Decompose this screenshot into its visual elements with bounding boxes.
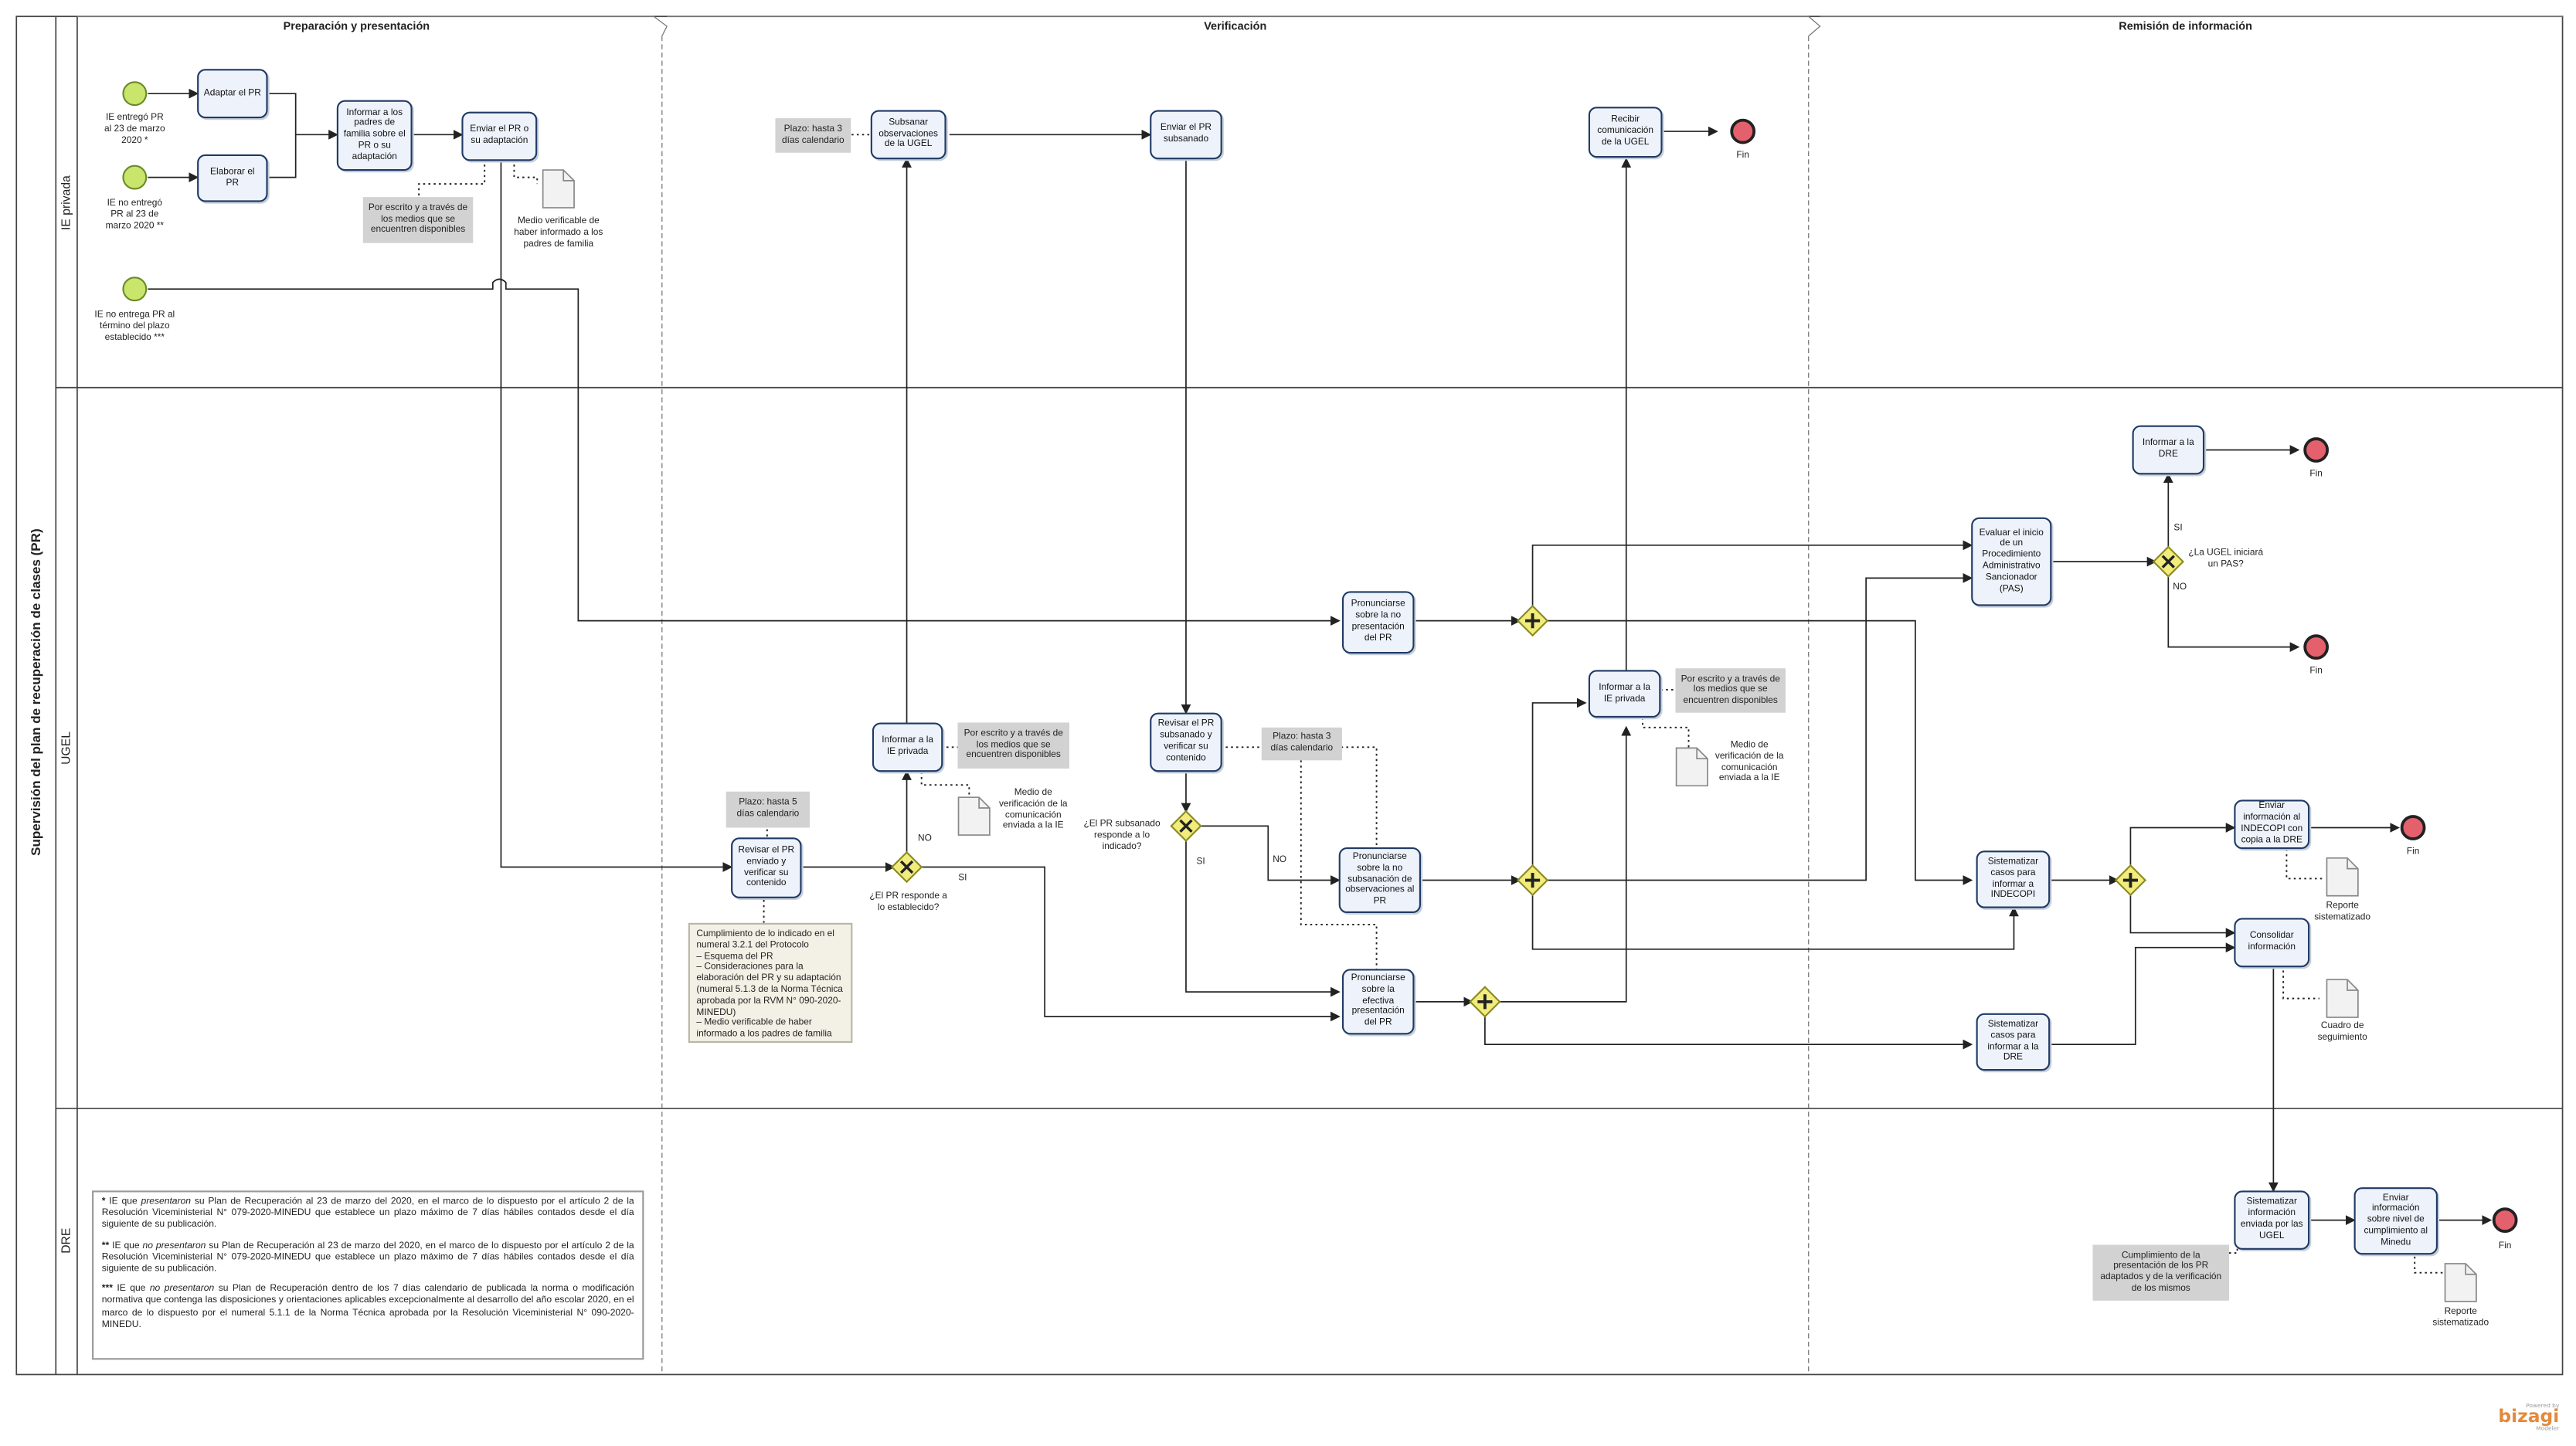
annotation-cumplimiento-protocolo: Cumplimiento de lo indicado en el numera… bbox=[688, 922, 853, 1044]
document-label-medio-com-1: Medio de verificación de la comunicación… bbox=[998, 788, 1068, 832]
end-event-1 bbox=[1730, 118, 1756, 144]
annotation-por-escrito-1: Por escrito y a través de los medios que… bbox=[362, 197, 474, 243]
gateway-g1-si: SI bbox=[958, 874, 967, 884]
document-icon bbox=[2444, 1263, 2477, 1302]
document-label-medio-padres: Medio verificable de haber informado a l… bbox=[514, 216, 603, 249]
phase-remision: Remisión de información bbox=[2119, 21, 2252, 33]
task-adaptar-pr[interactable]: Adaptar el PR bbox=[197, 69, 268, 119]
end-label-2: Fin bbox=[2309, 470, 2323, 480]
lane-label-dre: DRE bbox=[58, 1227, 73, 1254]
task-informar-dre[interactable]: Informar a la DRE bbox=[2132, 425, 2205, 475]
task-informar-ie-1[interactable]: Informar a la IE privada bbox=[872, 722, 943, 772]
start-label-1: IE entregó PR al 23 de marzo 2020 * bbox=[104, 113, 165, 146]
end-label-1: Fin bbox=[1736, 151, 1749, 161]
task-sistematizar-dre[interactable]: Sistematizar casos para informar a la DR… bbox=[1976, 1013, 2051, 1071]
associations bbox=[418, 134, 2445, 1274]
footnote-1: * IE que presentaron su Plan de Recupera… bbox=[101, 1197, 634, 1231]
task-consolidar[interactable]: Consolidar información bbox=[2234, 918, 2310, 968]
task-recibir-comunicacion[interactable]: Recibir comunicación de la UGEL bbox=[1588, 107, 1663, 158]
task-enviar-subsanado[interactable]: Enviar el PR subsanado bbox=[1150, 110, 1222, 160]
document-icon bbox=[2326, 857, 2359, 897]
gateway-g1-question: ¿El PR responde a lo establecido? bbox=[869, 891, 947, 913]
gateway-g1-no: NO bbox=[918, 834, 932, 844]
start-label-2: IE no entregó PR al 23 de marzo 2020 ** bbox=[105, 199, 165, 231]
end-label-3: Fin bbox=[2309, 667, 2323, 677]
gateway-g3-no: NO bbox=[2173, 582, 2187, 593]
end-event-3 bbox=[2303, 634, 2330, 660]
task-pronunciarse-no-presentacion[interactable]: Pronunciarse sobre la no presentación de… bbox=[1341, 591, 1415, 654]
document-icon bbox=[542, 169, 575, 209]
start-label-3: IE no entrega PR al término del plazo es… bbox=[94, 310, 175, 343]
task-sistematizar-ugel[interactable]: Sistematizar información enviada por las… bbox=[2234, 1190, 2310, 1250]
document-icon bbox=[957, 796, 991, 836]
task-revisar-pr[interactable]: Revisar el PR enviado y verificar su con… bbox=[731, 837, 802, 898]
lane-label-ugel: UGEL bbox=[58, 731, 73, 765]
phase-headers bbox=[76, 15, 2563, 37]
document-icon bbox=[2326, 979, 2359, 1018]
annotation-plazo3-2: Plazo: hasta 3 días calendario bbox=[1261, 727, 1342, 761]
end-label-5: Fin bbox=[2498, 1241, 2512, 1252]
footnote-3: *** IE que no presentaron su Plan de Rec… bbox=[101, 1284, 634, 1330]
phase-separators bbox=[661, 36, 1810, 1375]
task-pronunciarse-no-subsanacion[interactable]: Pronunciarse sobre la no subsanación de … bbox=[1338, 847, 1421, 914]
pool-title: Supervisión del plan de recuperación de … bbox=[29, 528, 44, 856]
lane-label-ie-privada: IE privada bbox=[58, 175, 73, 230]
annotation-cumplimiento-dre: Cumplimiento de la presentación de los P… bbox=[2092, 1244, 2229, 1301]
annotation-plazo5: Plazo: hasta 5 días calendario bbox=[726, 791, 811, 828]
document-label-cuadro: Cuadro de seguimiento bbox=[2317, 1021, 2367, 1043]
task-evaluar-pas[interactable]: Evaluar el inicio de un Procedimiento Ad… bbox=[1971, 517, 2052, 606]
annotation-por-escrito-3: Por escrito y a través de los medios que… bbox=[1675, 668, 1786, 713]
task-pronunciarse-efectiva[interactable]: Pronunciarse sobre la efectiva presentac… bbox=[1341, 969, 1415, 1035]
start-events bbox=[122, 81, 148, 302]
task-enviar-minedu[interactable]: Enviar información sobre nivel de cumpli… bbox=[2353, 1187, 2438, 1255]
task-subsanar[interactable]: Subsanar observaciones de la UGEL bbox=[870, 110, 946, 160]
footnote-2: ** IE que no presentaron su Plan de Recu… bbox=[101, 1241, 634, 1275]
annotation-plazo3-1: Plazo: hasta 3 días calendario bbox=[775, 118, 851, 153]
gateway-g2-question: ¿El PR subsanado responde a lo indicado? bbox=[1083, 819, 1161, 852]
gateway-g3-si: SI bbox=[2173, 524, 2183, 534]
task-enviar-indecopi[interactable]: Enviar información al INDECOPI con copia… bbox=[2234, 799, 2310, 850]
gateway-g2-si: SI bbox=[1196, 857, 1205, 867]
end-event-4 bbox=[2400, 815, 2426, 840]
footnotes-box: * IE que presentaron su Plan de Recupera… bbox=[92, 1190, 644, 1360]
document-icon bbox=[1675, 747, 1708, 787]
gateway-g2-no: NO bbox=[1273, 855, 1287, 866]
end-events bbox=[1730, 118, 2518, 1233]
gateway-x-marks bbox=[899, 555, 2175, 874]
start-event-3 bbox=[122, 277, 148, 302]
task-sistematizar-indecopi[interactable]: Sistematizar casos para informar a INDEC… bbox=[1976, 850, 2051, 908]
start-event-1 bbox=[122, 81, 148, 107]
task-informar-ie-2[interactable]: Informar a la IE privada bbox=[1588, 670, 1661, 718]
task-informar-padres[interactable]: Informar a los padres de familia sobre e… bbox=[336, 100, 413, 171]
gateway-g3-question: ¿La UGEL iniciará un PAS? bbox=[2188, 548, 2264, 570]
document-label-reporte-2: Reporte sistematizado bbox=[2432, 1307, 2489, 1329]
start-event-2 bbox=[122, 165, 148, 190]
end-event-5 bbox=[2492, 1207, 2518, 1233]
phase-verificacion: Verificación bbox=[1204, 21, 1267, 33]
annotation-por-escrito-2: Por escrito y a través de los medios que… bbox=[957, 722, 1070, 769]
end-event-2 bbox=[2303, 437, 2330, 463]
end-label-4: Fin bbox=[2406, 847, 2420, 857]
parallel-gateways bbox=[1469, 604, 2147, 1018]
document-label-medio-com-2: Medio de verificación de la comunicación… bbox=[1715, 740, 1784, 784]
task-elaborar-pr[interactable]: Elaborar el PR bbox=[197, 154, 268, 202]
phase-preparacion: Preparación y presentación bbox=[283, 21, 430, 33]
gateway-plus-marks bbox=[1477, 613, 2138, 1010]
document-label-reporte-1: Reporte sistematizado bbox=[2314, 901, 2371, 923]
task-revisar-subsanado[interactable]: Revisar el PR subsanado y verificar su c… bbox=[1150, 712, 1222, 772]
bizagi-logo: Powered by bizagi Modeler bbox=[2498, 1402, 2560, 1432]
sequence-flows bbox=[148, 88, 2493, 1225]
task-enviar-pr[interactable]: Enviar el PR o su adaptación bbox=[461, 111, 538, 161]
